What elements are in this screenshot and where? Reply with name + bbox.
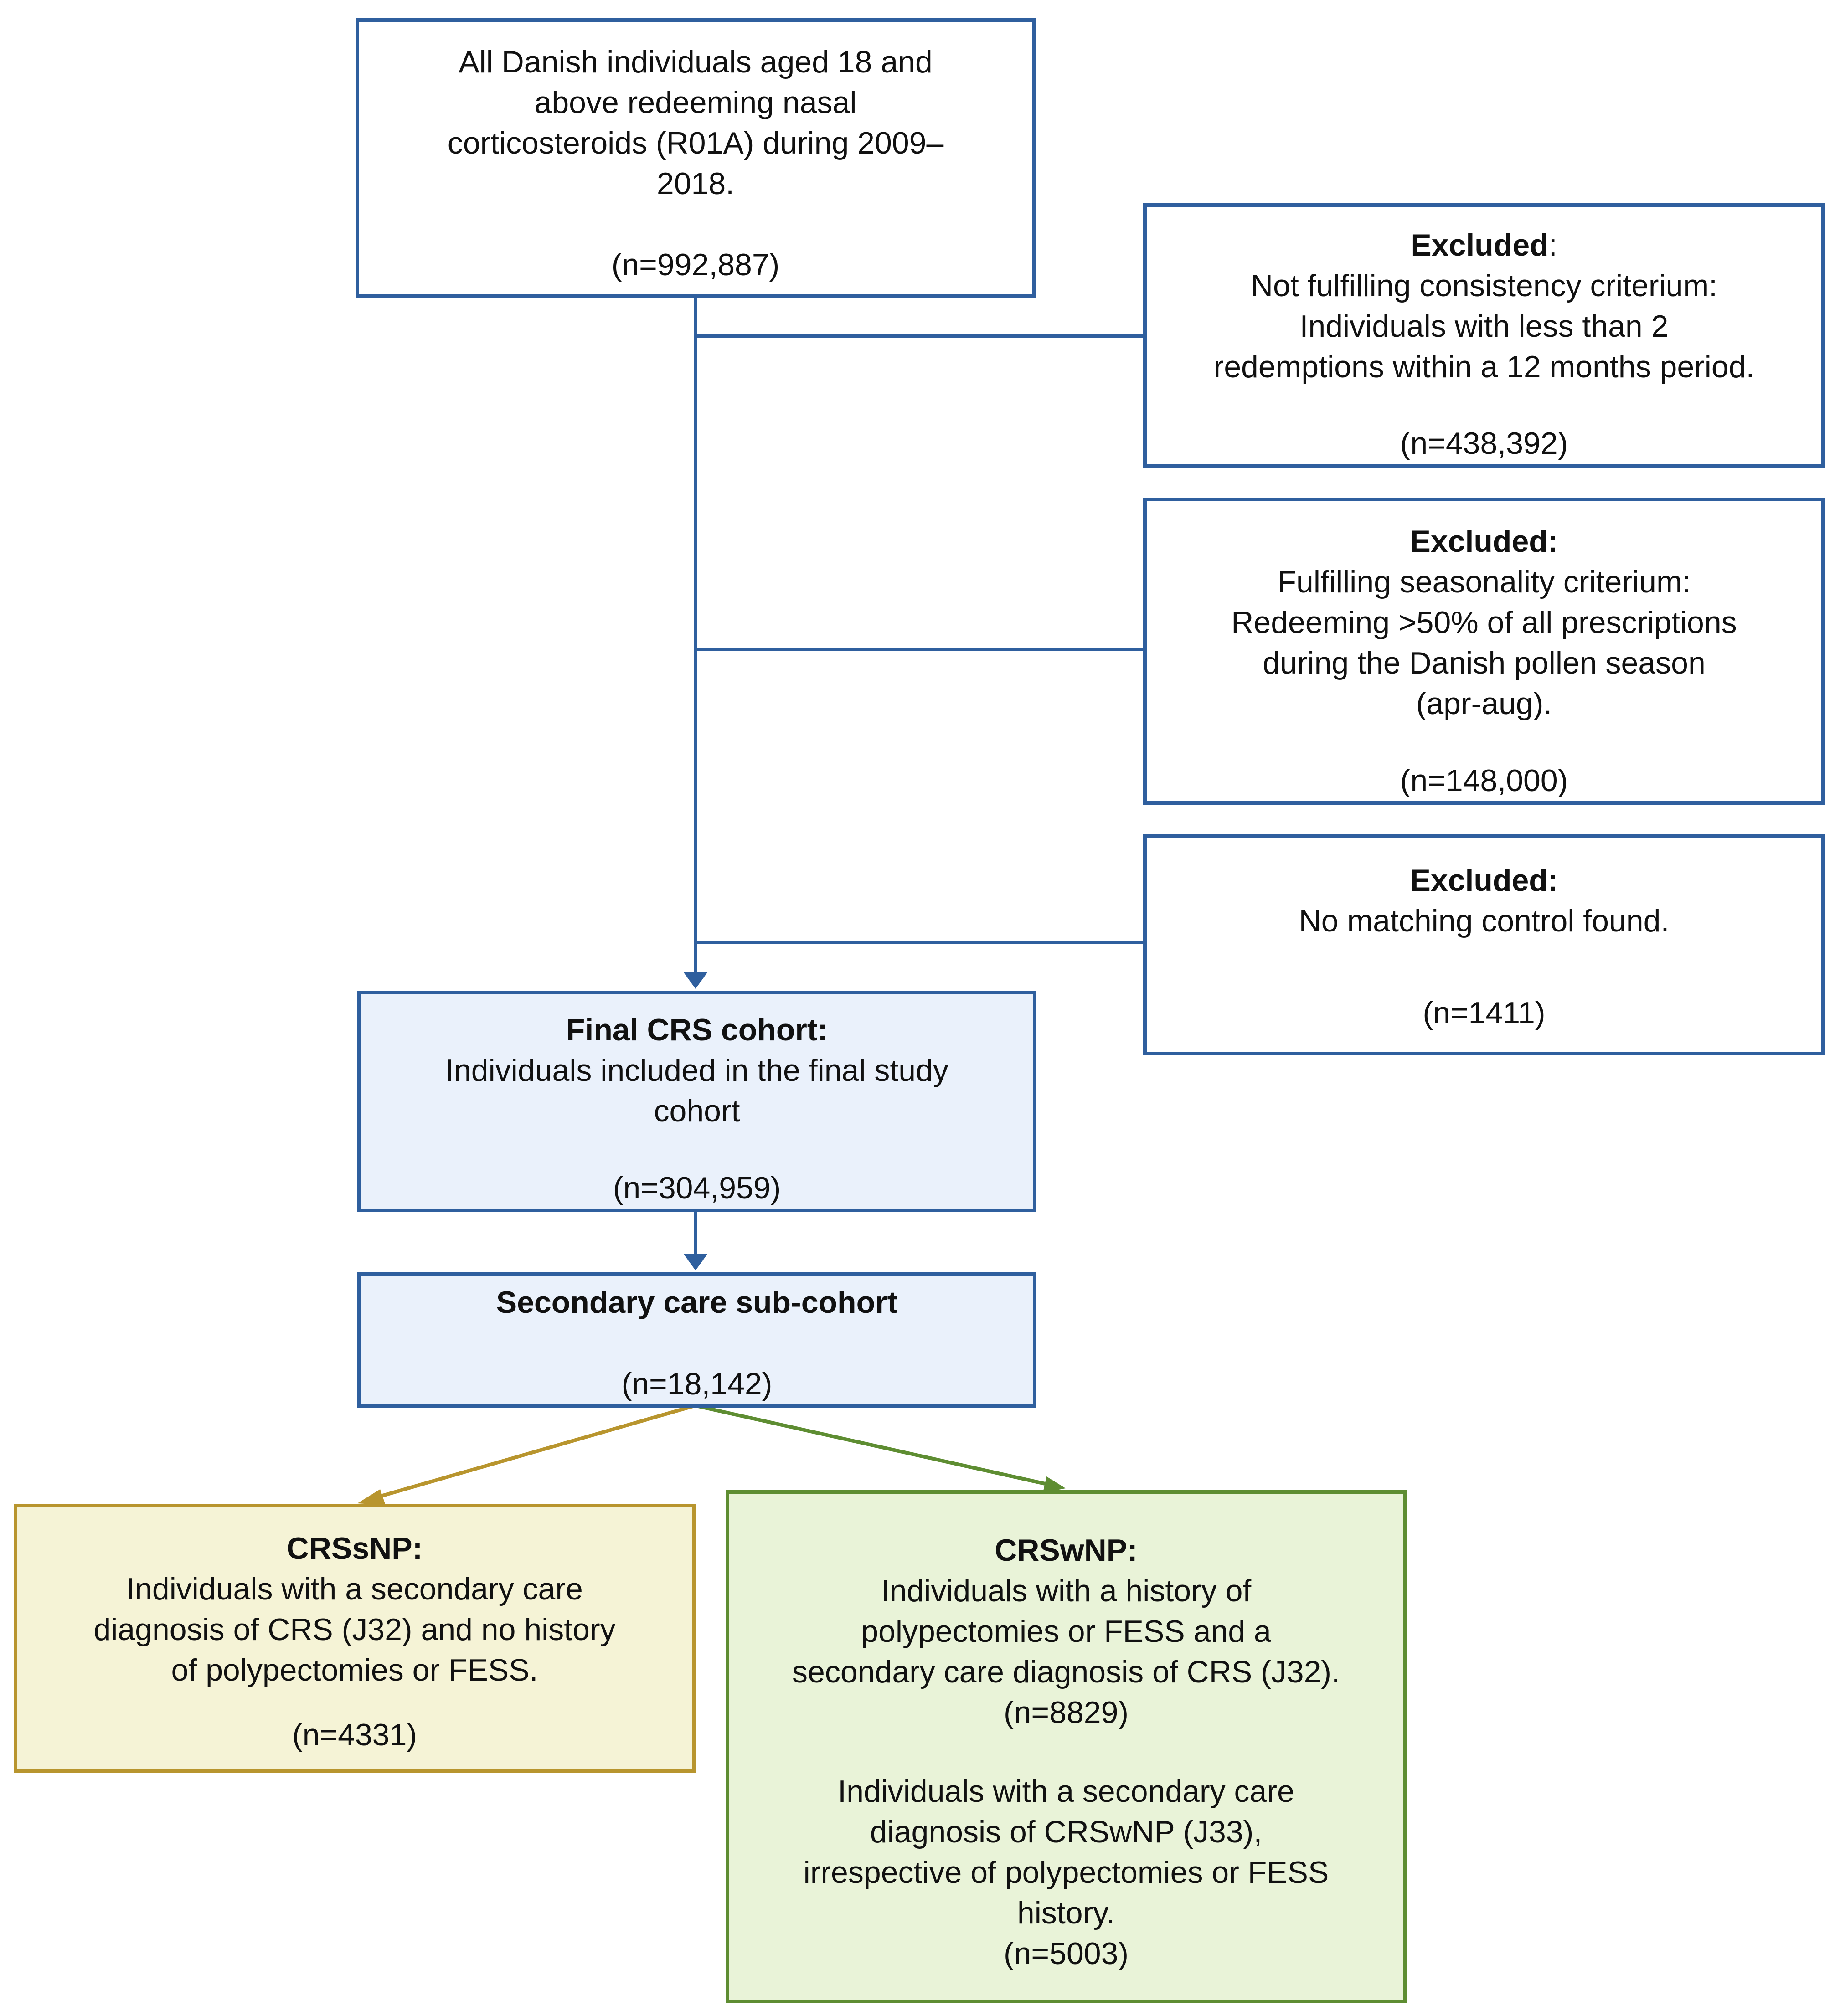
final-cohort-box: Final CRS cohort: Individuals included i… (357, 991, 1036, 1212)
arrowhead-to-crssnp (357, 1489, 386, 1505)
secondary-care-box: Secondary care sub-cohort (n=18,142) (357, 1272, 1036, 1408)
final-cohort-description: Final CRS cohort: Individuals included i… (445, 1010, 948, 1131)
excluded-no-control-title: Excluded: (1410, 863, 1558, 898)
excluded-no-control-count: (n=1411) (1423, 996, 1546, 1030)
excluded-consistency-description: Excluded: Not fulfilling consistency cri… (1213, 228, 1755, 384)
secondary-to-crssnp-line (374, 1404, 694, 1500)
excluded-seasonality-box: Excluded: Fulfilling seasonality criteri… (1143, 498, 1825, 805)
final-cohort-title: Final CRS cohort: (566, 1013, 828, 1047)
arrowhead-to-secondary (684, 1254, 707, 1270)
crswnp-box: CRSwNP: Individuals with a history of po… (726, 1490, 1407, 2003)
excluded-seasonality-title: Excluded: (1410, 524, 1558, 559)
final-cohort-count: (n=304,959) (613, 1171, 781, 1205)
start-description: All Danish individuals aged 18 and above… (447, 45, 944, 201)
start-count: (n=992,887) (611, 247, 780, 282)
crssnp-description: CRSsNP: Individuals with a secondary car… (93, 1528, 615, 1691)
excluded-seasonality-count: (n=148,000) (1400, 763, 1568, 798)
excluded-no-control-box: Excluded: No matching control found. (n=… (1143, 834, 1825, 1055)
crswnp-count-2: (n=5003) (1003, 1936, 1129, 1971)
excluded-seasonality-description: Excluded: Fulfilling seasonality criteri… (1231, 521, 1737, 724)
secondary-to-crswnp-line (698, 1404, 1050, 1486)
arrowhead-to-crswnp (1043, 1476, 1066, 1493)
arrowhead-to-final (684, 972, 707, 989)
crswnp-title: CRSwNP: (995, 1533, 1138, 1568)
secondary-care-count: (n=18,142) (621, 1367, 773, 1401)
crssnp-box: CRSsNP: Individuals with a secondary car… (14, 1504, 696, 1773)
excluded-consistency-title: Excluded (1411, 228, 1549, 262)
excluded-consistency-count: (n=438,392) (1400, 426, 1568, 461)
crssnp-title: CRSsNP: (286, 1531, 423, 1566)
crssnp-count: (n=4331) (292, 1718, 418, 1752)
crswnp-count-1: (n=8829) (1003, 1695, 1129, 1730)
secondary-care-title: Secondary care sub-cohort (496, 1285, 898, 1320)
excluded-no-control-description: Excluded: No matching control found. (1299, 860, 1670, 941)
start-population-box: All Danish individuals aged 18 and above… (356, 18, 1036, 298)
main-flow-line (694, 298, 1143, 1255)
excluded-consistency-box: Excluded: Not fulfilling consistency cri… (1143, 203, 1825, 468)
